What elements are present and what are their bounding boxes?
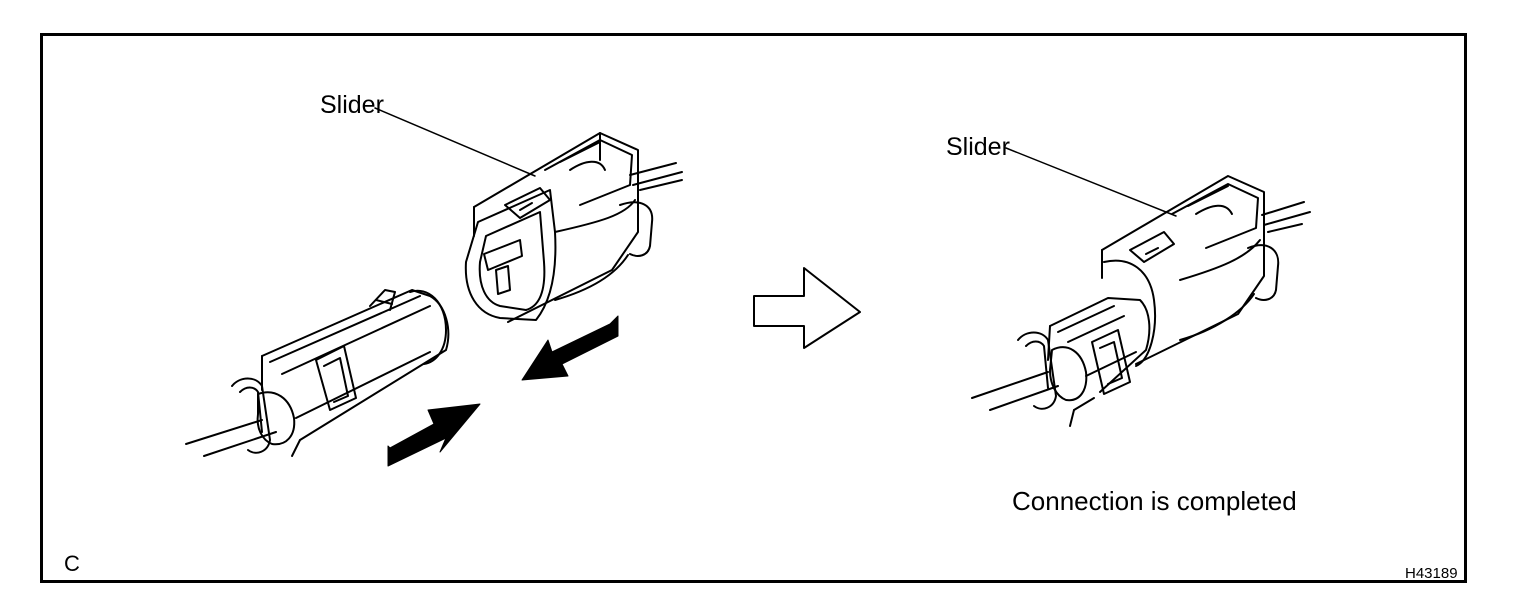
connection-caption: Connection is completed [1012,486,1297,516]
male-connector-icon [185,289,450,457]
slider-leader-lines [374,107,1177,217]
arrow-right-outline-icon [753,267,861,349]
left-slider-leader-line [374,107,536,177]
female-connector-icon [464,132,683,323]
arrow-solid-icon [387,315,619,467]
figure-id: H43189 [1405,565,1458,582]
left-slider-label: Slider [320,91,384,119]
corner-label: C [64,551,80,576]
connected-connector-icon [971,175,1311,427]
figure-frame [40,33,1467,583]
right-slider-label: Slider [946,133,1010,161]
right-slider-leader-line [1005,147,1177,217]
